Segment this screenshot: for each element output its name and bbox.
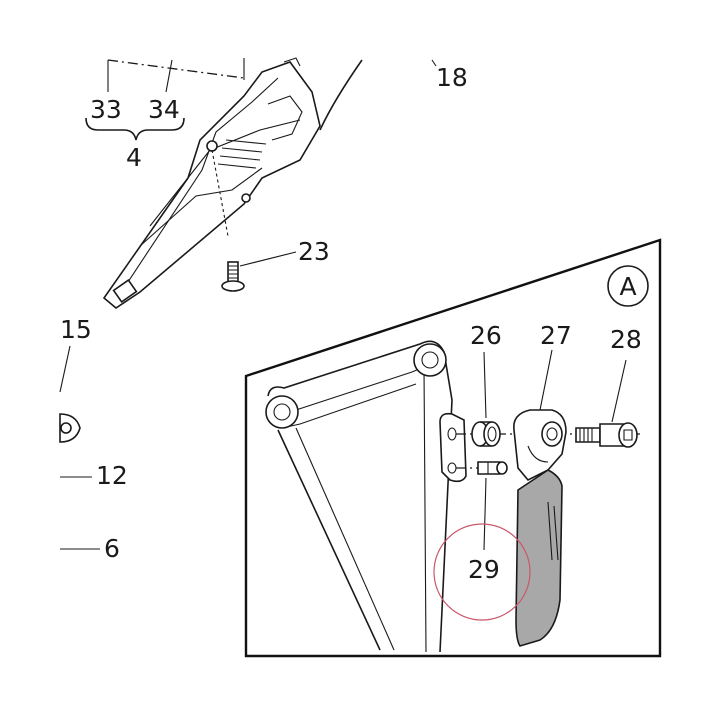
callout-bracket-line xyxy=(107,59,245,79)
callout-18: 18 xyxy=(436,63,468,92)
callout-29: 29 xyxy=(468,555,500,584)
footrest-bracket-assembly xyxy=(85,57,363,309)
group-brace xyxy=(85,117,185,141)
leader-26 xyxy=(483,351,487,419)
callout-6: 6 xyxy=(104,534,120,563)
tread-grooves xyxy=(217,139,267,169)
leader-27 xyxy=(539,349,553,411)
bracket-tip xyxy=(112,278,138,304)
assembly-line-23 xyxy=(211,149,229,237)
bracket-hole-lower xyxy=(241,193,251,203)
leader-18 xyxy=(431,59,437,67)
lever-27-grip xyxy=(515,469,563,647)
left-edge-parts xyxy=(59,59,437,550)
bolt-28 xyxy=(575,422,638,448)
callout-33: 33 xyxy=(90,95,122,124)
callout-12: 12 xyxy=(96,461,128,490)
bushing-26 xyxy=(471,421,501,447)
bracket-hole xyxy=(206,140,218,152)
nut-15-hole xyxy=(60,422,72,434)
detail-frame xyxy=(244,238,662,658)
leader-23 xyxy=(239,251,297,267)
frame-tube xyxy=(265,340,453,653)
detail-view-a xyxy=(244,238,662,658)
leader-15 xyxy=(59,345,71,393)
bracket-edge-inner xyxy=(123,77,279,289)
leader-28 xyxy=(611,359,627,423)
detail-label-circle xyxy=(607,265,649,307)
mounting-tab xyxy=(439,412,467,483)
bracket-rib xyxy=(139,167,263,247)
callout-34: 34 xyxy=(148,95,180,124)
callout-28: 28 xyxy=(610,325,642,354)
bracket-socket xyxy=(267,95,303,141)
leader-34 xyxy=(165,59,173,93)
bracket-top-clip xyxy=(283,57,301,67)
screw-23 xyxy=(221,261,245,292)
callout-15: 15 xyxy=(60,315,92,344)
cable xyxy=(319,59,363,131)
callout-4: 4 xyxy=(126,143,142,172)
lever-27 xyxy=(513,409,567,647)
bracket-rib-upper xyxy=(149,119,301,227)
leader-29 xyxy=(483,477,487,551)
detail-view-label: A xyxy=(619,272,636,301)
callout-26: 26 xyxy=(470,321,502,350)
bracket-body xyxy=(102,61,321,309)
callout-27: 27 xyxy=(540,321,572,350)
pin-29 xyxy=(477,461,508,475)
callout-23: 23 xyxy=(298,237,330,266)
highlight-circle xyxy=(433,523,531,621)
